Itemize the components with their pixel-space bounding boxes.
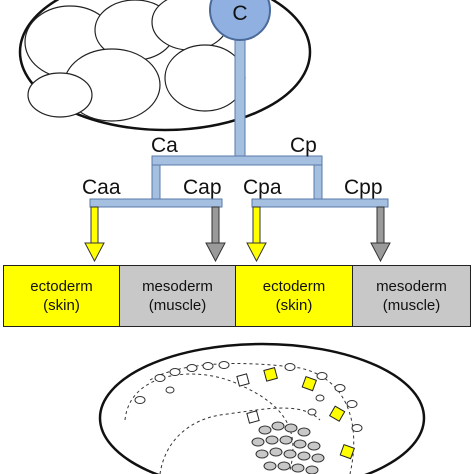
label-cpa: Cpa — [243, 176, 282, 199]
marker-box-yellow — [328, 405, 346, 422]
arrow-shaft-gray — [376, 206, 385, 244]
fate-box-cpa: ectoderm (skin) — [235, 265, 353, 327]
c-cell-label: C — [232, 2, 247, 25]
fate-box-caa: ectoderm (skin) — [3, 265, 120, 327]
lineage-branch — [89, 198, 223, 208]
arrow-shaft-yellow — [252, 206, 261, 244]
label-cap: Cap — [183, 176, 222, 199]
lineage-branch — [151, 164, 161, 200]
fate-detail: (muscle) — [382, 297, 441, 314]
fate-tissue: mesoderm — [376, 278, 447, 295]
fate-tissue: ectoderm — [30, 278, 93, 295]
label-caa: Caa — [82, 176, 121, 199]
blastomere — [164, 44, 246, 112]
c-blastomere — [209, 0, 271, 41]
label-ca: Ca — [151, 134, 178, 157]
fate-box-cpp: mesoderm (muscle) — [352, 265, 471, 327]
fate-detail: (skin) — [43, 297, 80, 314]
fate-tissue: mesoderm — [142, 278, 213, 295]
arrow-shaft-gray — [211, 206, 220, 244]
lineage-branch — [313, 164, 323, 200]
fate-arrows — [84, 206, 391, 263]
late-embryo — [98, 342, 426, 474]
fate-box-cap: mesoderm (muscle) — [119, 265, 236, 327]
fate-tissue: ectoderm — [262, 278, 326, 295]
muscle-cells — [251, 421, 325, 474]
arrow-head-gray — [370, 242, 391, 263]
marker-box-white — [246, 410, 260, 424]
marker-box-yellow — [301, 375, 317, 392]
arrow-shaft-yellow — [90, 206, 99, 244]
arrow-head-yellow — [246, 242, 267, 263]
label-cp: Cp — [290, 134, 317, 157]
blastomere — [27, 72, 93, 118]
lineage-tree — [89, 27, 389, 208]
marker-box-white — [236, 373, 250, 387]
lineage-branch — [234, 27, 246, 157]
dashed-outline — [149, 363, 355, 474]
label-cpp: Cpp — [344, 176, 383, 199]
lineage-branch — [151, 155, 323, 166]
dashed-outline — [159, 407, 321, 474]
marker-box-yellow — [263, 367, 278, 382]
lineage-branch — [251, 198, 389, 208]
arrow-head-yellow — [84, 242, 105, 263]
fate-detail: (muscle) — [148, 297, 207, 314]
epidermal-cells — [134, 361, 363, 432]
fate-detail: (skin) — [275, 297, 313, 314]
arrow-head-gray — [205, 242, 226, 263]
marker-box-yellow — [339, 443, 355, 460]
